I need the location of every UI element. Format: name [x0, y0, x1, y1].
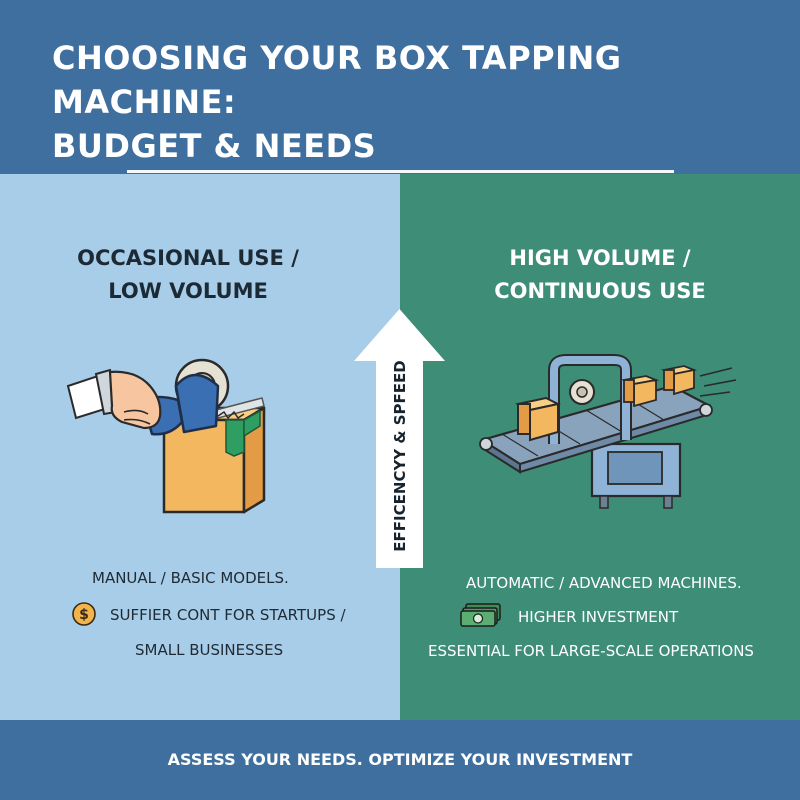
left-heading-line-1: OCCASIONAL USE /: [77, 246, 299, 270]
right-line-2: HIGHER INVESTMENT: [518, 608, 679, 626]
left-line-1: MANUAL / BASIC MODELS.: [92, 569, 289, 587]
right-panel-heading: HIGH VOLUME / CONTINUOUS USE: [400, 242, 800, 308]
panel-high-volume: HIGH VOLUME / CONTINUOUS USE: [400, 174, 800, 720]
dollar-coin-icon: $: [72, 602, 96, 626]
left-panel-heading: OCCASIONAL USE / LOW VOLUME: [0, 242, 388, 308]
footer-tagline: ASSESS YOUR NEEDS. OPTIMIZE YOUR INVESTM…: [167, 750, 633, 769]
arrow-label: EFFICENCYY & SPFEED: [391, 360, 409, 552]
cash-stack-icon: [460, 603, 501, 627]
left-heading-line-2: LOW VOLUME: [108, 279, 268, 303]
left-line-2: SUFFIER CONT FOR STARTUPS /: [110, 606, 346, 624]
right-heading-line-1: HIGH VOLUME /: [509, 246, 691, 270]
hand-tape-dispenser-icon: [66, 358, 266, 514]
header-banner: CHOOSING YOUR BOX TAPPING MACHINE: BUDGE…: [0, 0, 800, 172]
page-title: CHOOSING YOUR BOX TAPPING MACHINE: BUDGE…: [52, 36, 772, 168]
svg-text:$: $: [79, 607, 89, 623]
right-line-1: AUTOMATIC / ADVANCED MACHINES.: [466, 574, 742, 592]
right-line-3: ESSENTIAL FOR LARGE-SCALE OPERATIONS: [428, 642, 754, 660]
left-line-3: SMALL BUSINESSES: [135, 641, 284, 659]
efficiency-speed-arrow-icon: [354, 309, 445, 568]
title-line-2: BUDGET & NEEDS: [52, 127, 377, 165]
title-line-1: CHOOSING YOUR BOX TAPPING MACHINE:: [52, 39, 622, 121]
header-divider: [127, 170, 674, 173]
footer-banner: ASSESS YOUR NEEDS. OPTIMIZE YOUR INVESTM…: [0, 720, 800, 800]
right-heading-line-2: CONTINUOUS USE: [494, 279, 706, 303]
conveyor-taping-machine-icon: [479, 354, 737, 509]
